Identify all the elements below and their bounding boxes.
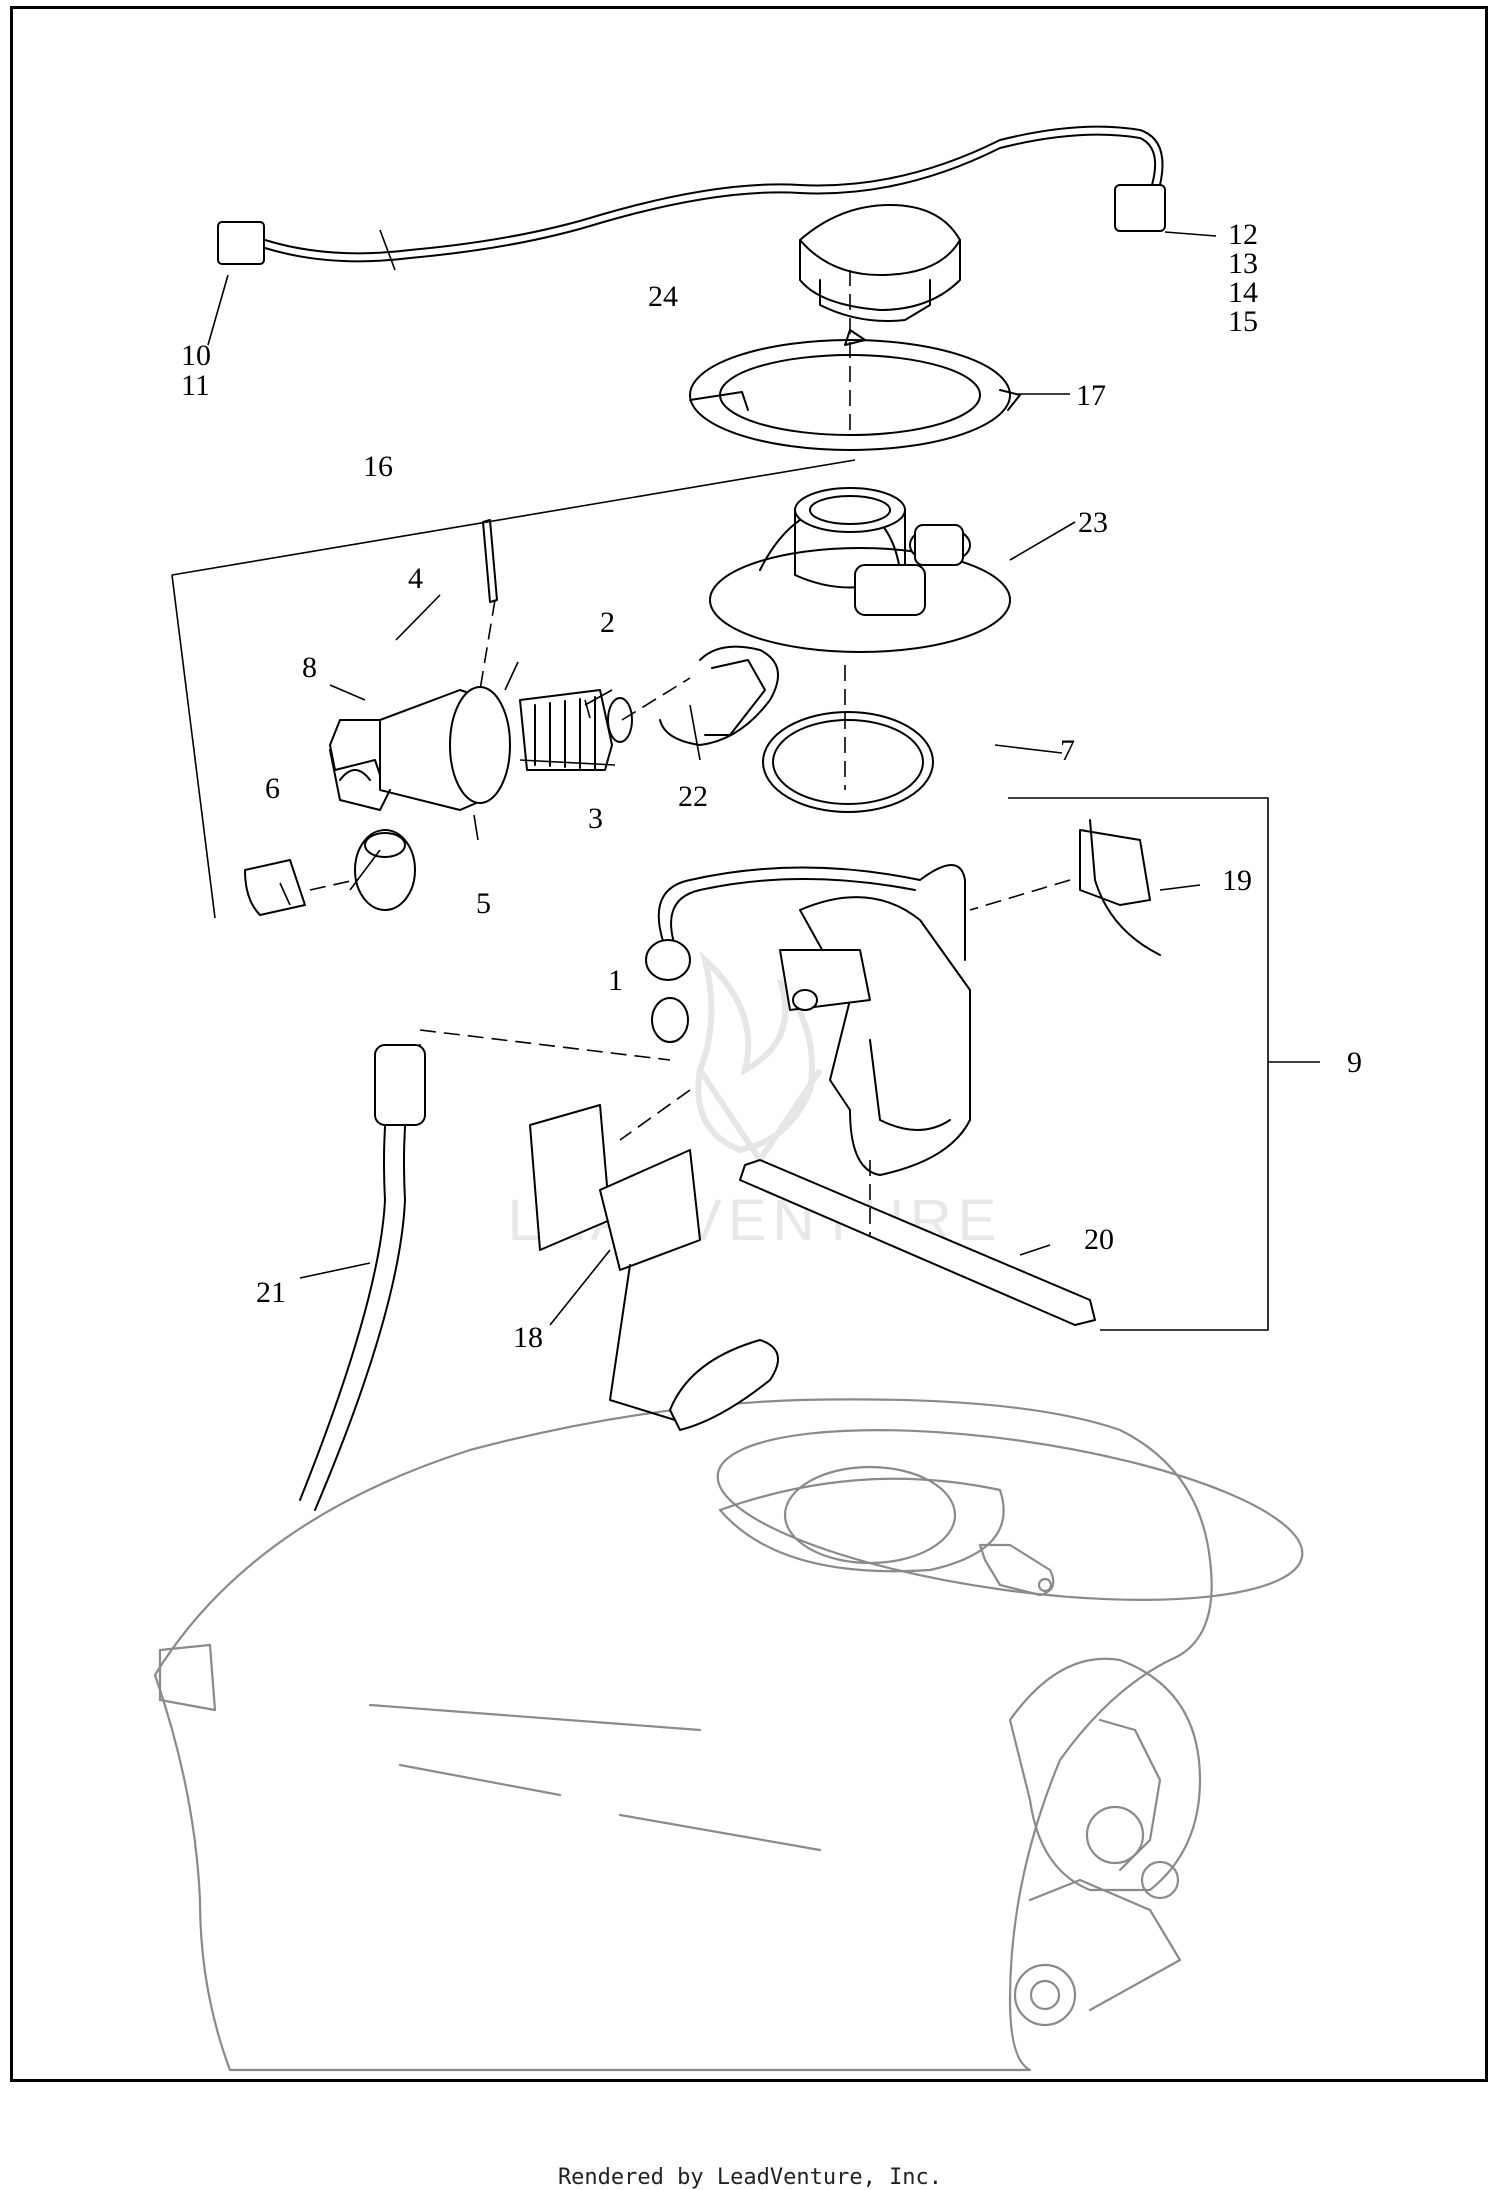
part-1-check-valve: [651, 997, 689, 1043]
diagram-frame: [10, 6, 1488, 2082]
callout-15: 15: [1228, 305, 1258, 338]
callout-11: 11: [181, 369, 210, 402]
callout-12: 12: [1228, 218, 1258, 251]
part-4-clip: [482, 519, 498, 603]
part-9-fuel-pump-assembly: [645, 864, 971, 1176]
part-21-fuel-hose: [299, 1044, 426, 1511]
callout-14: 14: [1228, 276, 1258, 309]
callout-18: 18: [513, 1321, 543, 1354]
callout-8: 8: [302, 651, 317, 684]
part-19-pump-connector: [1079, 819, 1161, 956]
callout-3: 3: [588, 802, 603, 835]
part-24-wire-harness: [217, 125, 1166, 265]
part-6-retaining-clip: [244, 859, 306, 916]
callout-21: 21: [256, 1276, 286, 1309]
part-7-lock-ring: [762, 711, 934, 813]
callout-6: 6: [265, 772, 280, 805]
callout-10: 10: [181, 339, 211, 372]
callout-5: 5: [476, 887, 491, 920]
part-22-wire-lead: [659, 645, 779, 746]
part-17-ring-and-cap: [689, 204, 1021, 451]
part-20-strainer: [739, 1159, 1096, 1326]
callout-1: 1: [608, 964, 623, 997]
part-3-filter-element: [519, 689, 633, 771]
footer-credit: Rendered by LeadVenture, Inc.: [557, 2165, 943, 2190]
callout-19: 19: [1222, 864, 1252, 897]
callout-20: 20: [1084, 1223, 1114, 1256]
fuel-tank: [153, 1398, 1304, 2072]
part-16-filter-group-bracket: [171, 459, 856, 919]
part-8-filter-housing: [329, 686, 511, 811]
callout-2: 2: [600, 606, 615, 639]
part-23-pump-flange: [709, 487, 1011, 653]
callout-22: 22: [678, 780, 708, 813]
part-18-fuel-level-sender: [529, 1104, 779, 1431]
callout-16: 16: [363, 450, 393, 483]
callout-4: 4: [408, 562, 423, 595]
callout-23: 23: [1078, 506, 1108, 539]
callout-17: 17: [1076, 379, 1106, 412]
callout-24: 24: [648, 280, 678, 313]
callout-7: 7: [1060, 734, 1075, 767]
part-5-cap: [354, 829, 416, 911]
callout-13: 13: [1228, 247, 1258, 280]
callout-9: 9: [1347, 1046, 1362, 1079]
